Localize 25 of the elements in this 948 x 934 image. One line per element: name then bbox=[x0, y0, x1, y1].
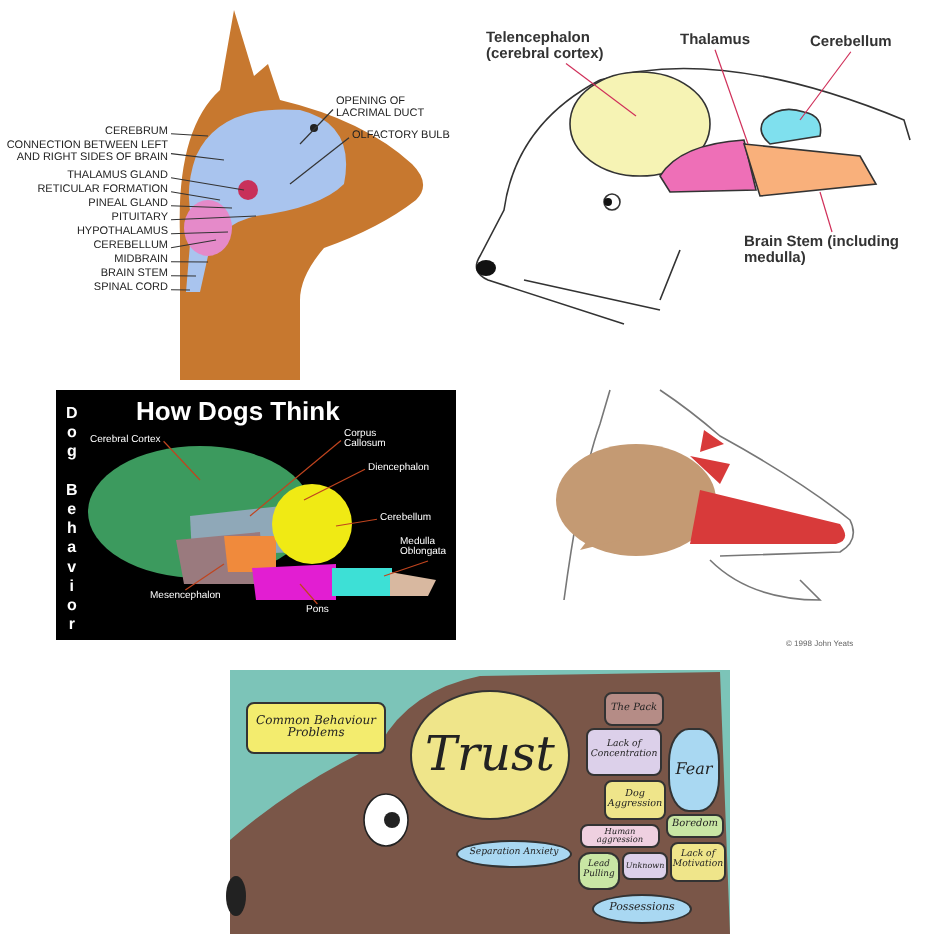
leader-line bbox=[170, 133, 209, 137]
leader-line bbox=[170, 239, 217, 249]
leader-line bbox=[170, 205, 233, 209]
leader-line bbox=[303, 468, 366, 501]
leader-line bbox=[170, 152, 225, 161]
leader-line bbox=[170, 275, 197, 277]
leader-line bbox=[170, 289, 191, 291]
leader-line bbox=[299, 583, 318, 605]
leader-line bbox=[335, 518, 378, 527]
leader-line bbox=[184, 563, 225, 591]
leader-line bbox=[299, 108, 334, 145]
leader-line bbox=[819, 191, 833, 233]
leader-line bbox=[383, 560, 429, 577]
leader-line bbox=[565, 62, 637, 117]
leader-line bbox=[170, 191, 221, 201]
leader-line bbox=[170, 215, 257, 221]
leader-line bbox=[799, 51, 852, 121]
leader-line bbox=[249, 439, 342, 517]
leader-line bbox=[714, 49, 749, 145]
vertical-heading: Dog Behavior bbox=[62, 404, 79, 635]
leader-line bbox=[170, 231, 229, 235]
leader-line bbox=[170, 261, 209, 263]
leader-line bbox=[289, 137, 350, 185]
leader-line bbox=[170, 177, 245, 191]
panel-title: How Dogs Think bbox=[136, 398, 340, 426]
